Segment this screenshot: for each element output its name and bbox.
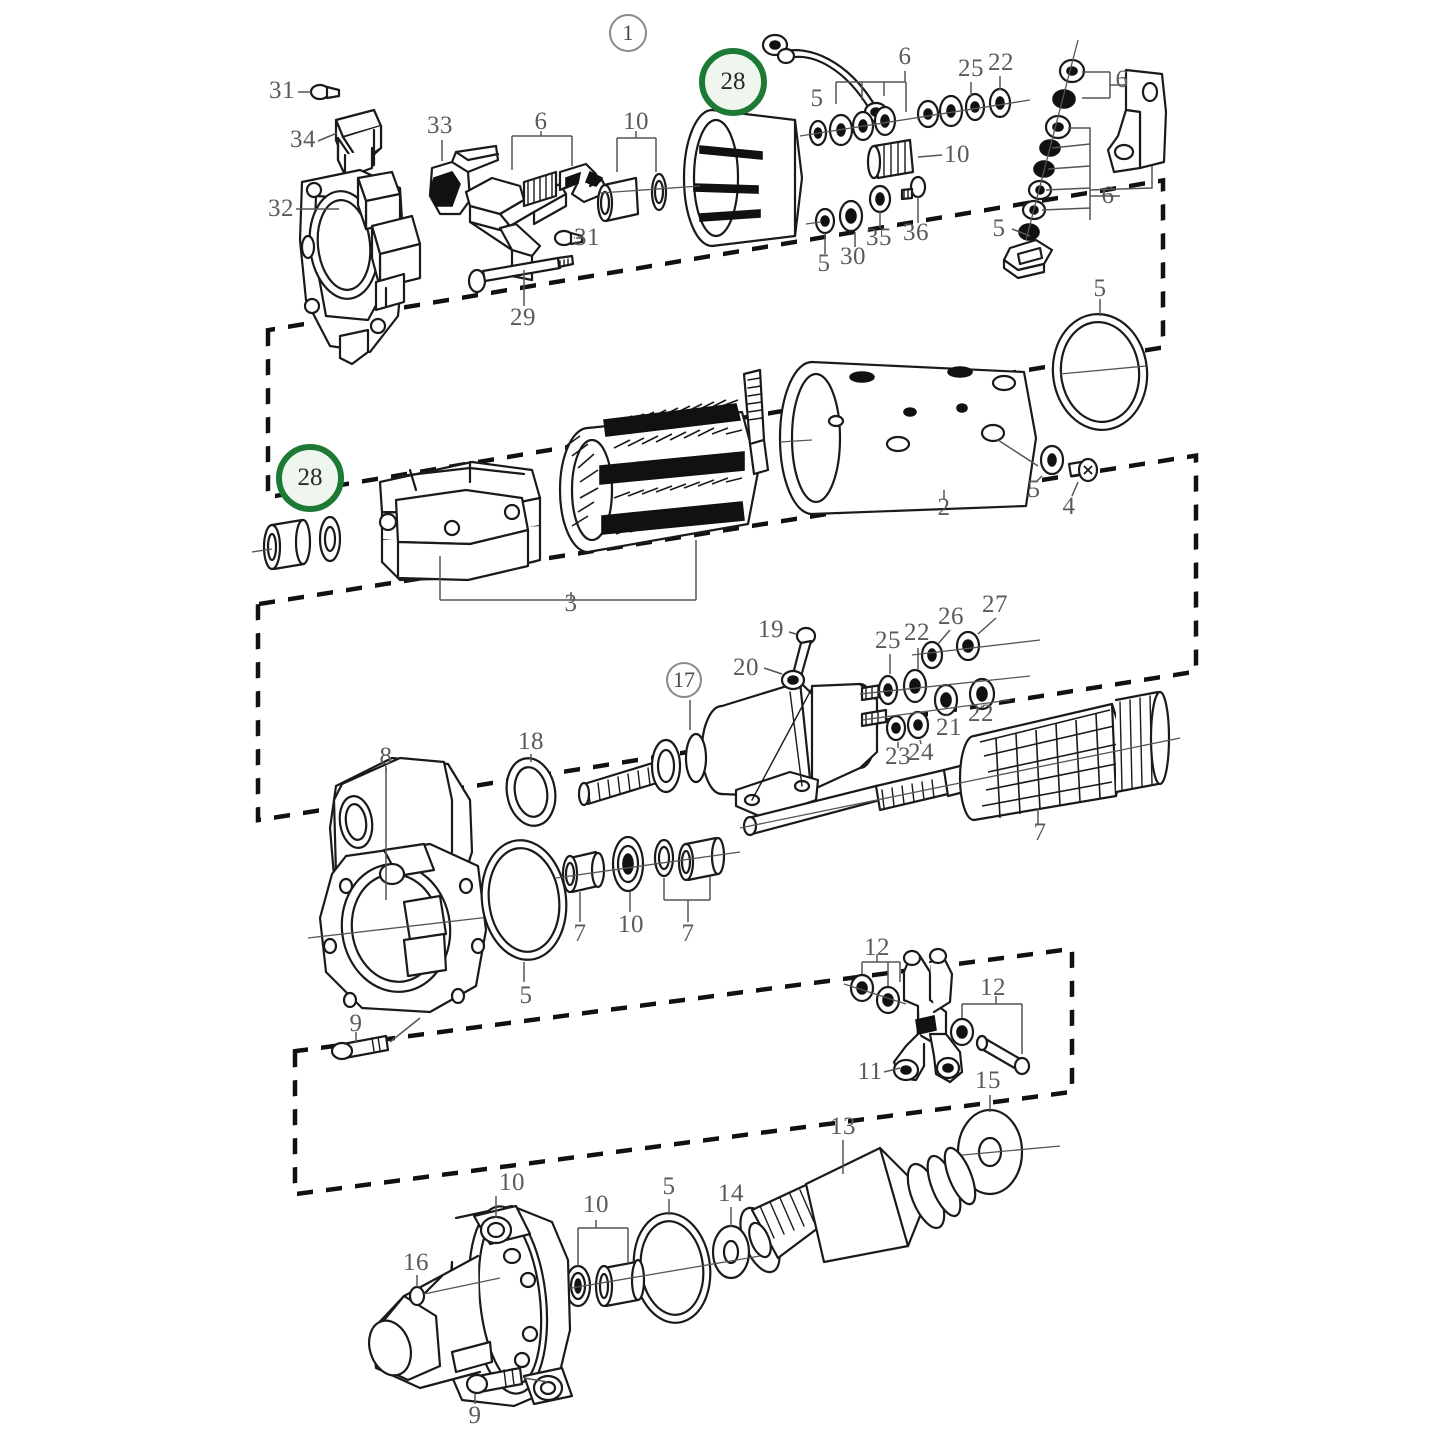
part-label-31: 31 [269,77,295,104]
part-13-drive-pinion [739,1140,977,1274]
part-label-6: 6 [1101,182,1115,209]
part-label-2: 2 [937,494,951,521]
connector-cable [761,33,889,123]
part-16-drive-end-cover [368,1196,574,1408]
fastener-stack-upper [799,71,1031,147]
part-label-20: 20 [733,654,759,681]
part-label-12: 12 [980,974,1006,1001]
solenoid-terminal-fasteners [859,617,1041,748]
part-label-3: 3 [564,590,578,617]
group-boundary-3 [292,946,1075,1197]
part-label-36: 36 [903,219,929,246]
part-label-7: 7 [573,920,587,947]
part-28-commutator-cover [599,108,804,248]
callout-badge-28-highlighted[interactable]: 28 [276,444,344,512]
callout-badge-1[interactable]: 1 [609,14,647,52]
part-10-bushing-bottom [559,1220,761,1308]
pinion-shaft-spring [577,732,708,807]
part-label-5: 5 [817,250,831,277]
part-29-through-bolt [467,254,575,306]
part-11-shift-lever [883,947,964,1084]
part-label-29: 29 [510,304,536,331]
part-5-o-ring-large [1051,299,1149,431]
part-label-8: 8 [379,743,393,770]
part-32-commutator-end-frame [296,168,422,366]
part-label-30: 30 [840,243,866,270]
part-label-15: 15 [975,1067,1001,1094]
part-33-pin [428,140,500,216]
part-label-26: 26 [938,603,964,630]
part-label-35: 35 [866,224,892,251]
part-label-16: 16 [403,1249,429,1276]
part-label-18: 18 [518,728,544,755]
part-label-23: 23 [885,743,911,770]
part-34-brush [317,108,383,182]
part-label-22: 22 [988,49,1014,76]
part-label-25: 25 [875,627,901,654]
part-6-lever-assembly [464,131,610,282]
part-label-31: 31 [574,224,600,251]
part-label-10: 10 [499,1169,525,1196]
part-28-bushing-pair [251,515,342,571]
stator-coil-assembly [558,368,770,554]
part-label-7: 7 [681,920,695,947]
part-label-19: 19 [758,616,784,643]
threaded-stub [522,170,558,208]
part-14-washer [711,1207,751,1280]
part-label-14: 14 [718,1180,744,1207]
part-label-32: 32 [268,195,294,222]
part-7-armature [739,690,1181,837]
part-9-bolt-lower [465,1366,549,1404]
part-12-pivot-pin-right [949,996,1031,1076]
part-label-9: 9 [349,1010,363,1037]
part-label-6: 6 [898,43,912,70]
part-label-6: 6 [1115,66,1129,93]
part-label-9: 9 [468,1402,482,1429]
part-label-5: 5 [992,215,1006,242]
fastener-column-right [1002,39,1168,280]
part-label-27: 27 [982,591,1008,618]
part-label-10: 10 [944,141,970,168]
part-31-screw-lower [553,229,584,247]
part-9-bolt-upper [330,1017,421,1061]
part-label-12: 12 [864,934,890,961]
part-label-11: 11 [857,1058,883,1085]
part-label-6: 6 [534,108,548,135]
part-label-22: 22 [904,619,930,646]
part-label-10: 10 [623,108,649,135]
part-label-25: 25 [958,55,984,82]
part-label-33: 33 [427,112,453,139]
bearing-row-mid [555,835,741,922]
part-label-21: 21 [936,714,962,741]
part-label-5: 5 [1027,476,1041,503]
part-31-screw-upper [298,83,341,101]
part-label-24: 24 [908,739,934,766]
part-8-drive-end-housing [307,756,499,1014]
callout-badge-28-highlighted[interactable]: 28 [699,48,767,116]
part-label-4: 4 [1062,493,1076,520]
part-12-pivot-pin-left [843,954,907,1015]
part-label-5: 5 [519,982,533,1009]
part-label-10: 10 [583,1191,609,1218]
part-label-10: 10 [618,911,644,938]
part-2-field-frame [778,360,1039,516]
part-5-o-ring-mid [480,839,568,982]
part-label-7: 7 [1033,819,1047,846]
fastener-5-4 [1035,444,1099,497]
fastener-group-lower-top [805,175,927,254]
part-10-bushing-top [596,131,668,223]
part-label-34: 34 [290,126,316,153]
part-label-13: 13 [830,1113,856,1140]
part-17-solenoid [689,626,879,820]
part-18-seal-ring [505,754,557,827]
part-10-spring [866,138,943,180]
part-label-5: 5 [662,1173,676,1200]
part-label-5: 5 [1093,275,1107,302]
part-label-22: 22 [968,700,994,727]
part-3-pole-shoes [378,460,697,601]
part-label-5: 5 [810,85,824,112]
callout-badge-17[interactable]: 17 [666,662,702,698]
